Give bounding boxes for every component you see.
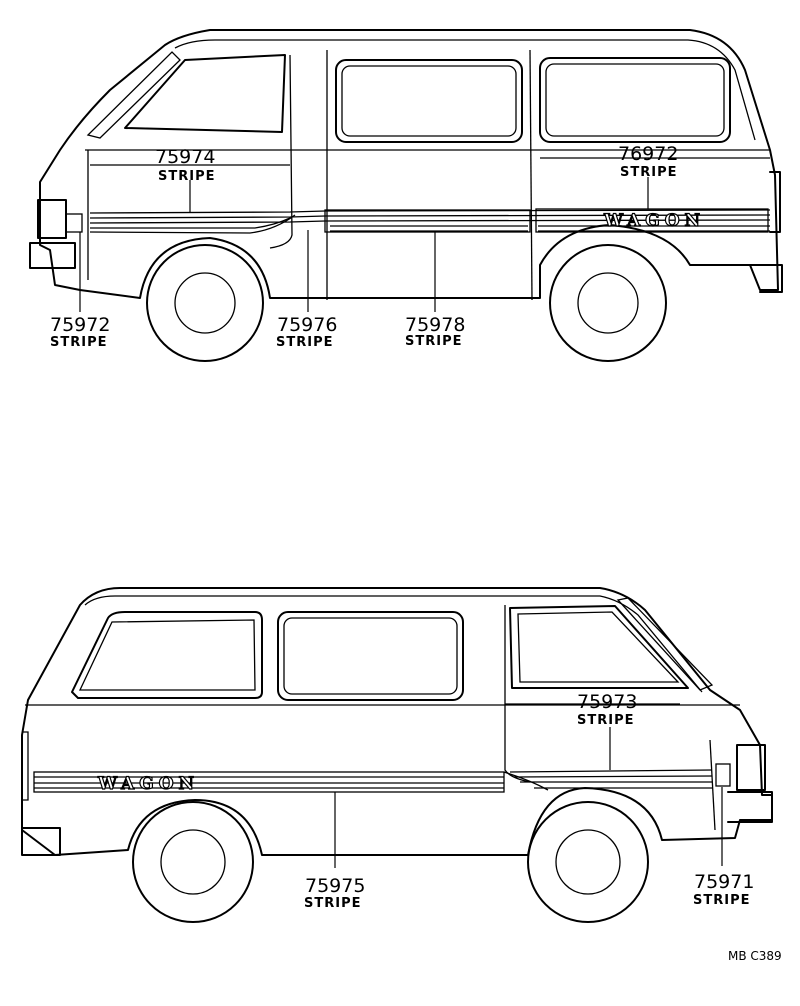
van-right-side-view: WAGON xyxy=(21,587,773,923)
part-number-75975: 75975 xyxy=(305,875,365,897)
part-number-75974: 75974 xyxy=(155,146,215,168)
part-number-75972: 75972 xyxy=(50,314,110,336)
part-label-75978: STRIPE xyxy=(405,334,463,349)
part-number-75976: 75976 xyxy=(277,314,337,336)
part-number-76972: 76972 xyxy=(618,143,678,165)
part-number-75971: 75971 xyxy=(694,871,754,893)
drawing-code: MB C389 xyxy=(728,949,782,963)
part-label-75971: STRIPE xyxy=(693,893,751,908)
part-label-75976: STRIPE xyxy=(276,335,334,350)
part-number-75973: 75973 xyxy=(577,691,637,713)
part-label-75972: STRIPE xyxy=(50,335,108,350)
part-label-75974: STRIPE xyxy=(158,169,216,184)
part-label-75975: STRIPE xyxy=(304,896,362,911)
part-number-75978: 75978 xyxy=(405,314,465,336)
part-label-75973: STRIPE xyxy=(577,713,635,728)
wagon-emblem-top: WAGON xyxy=(603,211,705,231)
wagon-emblem-bottom: WAGON xyxy=(97,774,199,794)
van-left-side-view: WAGON xyxy=(29,29,783,362)
callouts-bottom: 75973 STRIPE 75975 STRIPE 75971 STRIPE xyxy=(304,691,754,911)
callouts-top: 75974 STRIPE 76972 STRIPE 75972 STRIPE 7… xyxy=(50,143,770,350)
part-label-76972: STRIPE xyxy=(620,165,678,180)
